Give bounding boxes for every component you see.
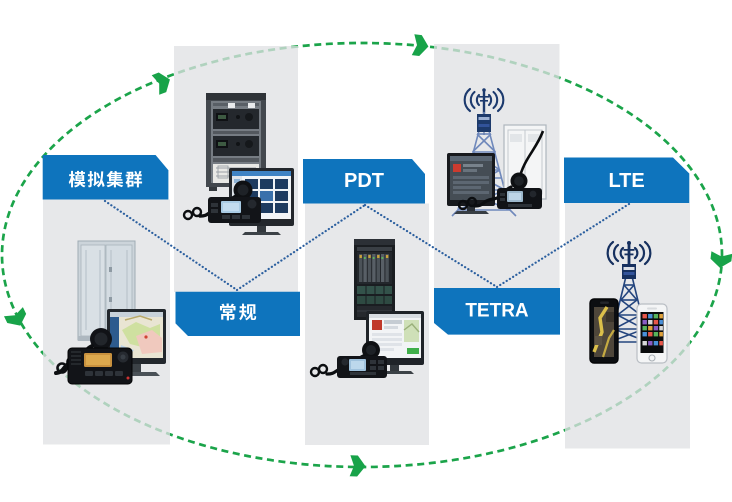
- svg-text:LTE: LTE: [608, 170, 644, 192]
- svg-text:TETRA: TETRA: [465, 301, 529, 322]
- svg-text:PDT: PDT: [344, 170, 384, 192]
